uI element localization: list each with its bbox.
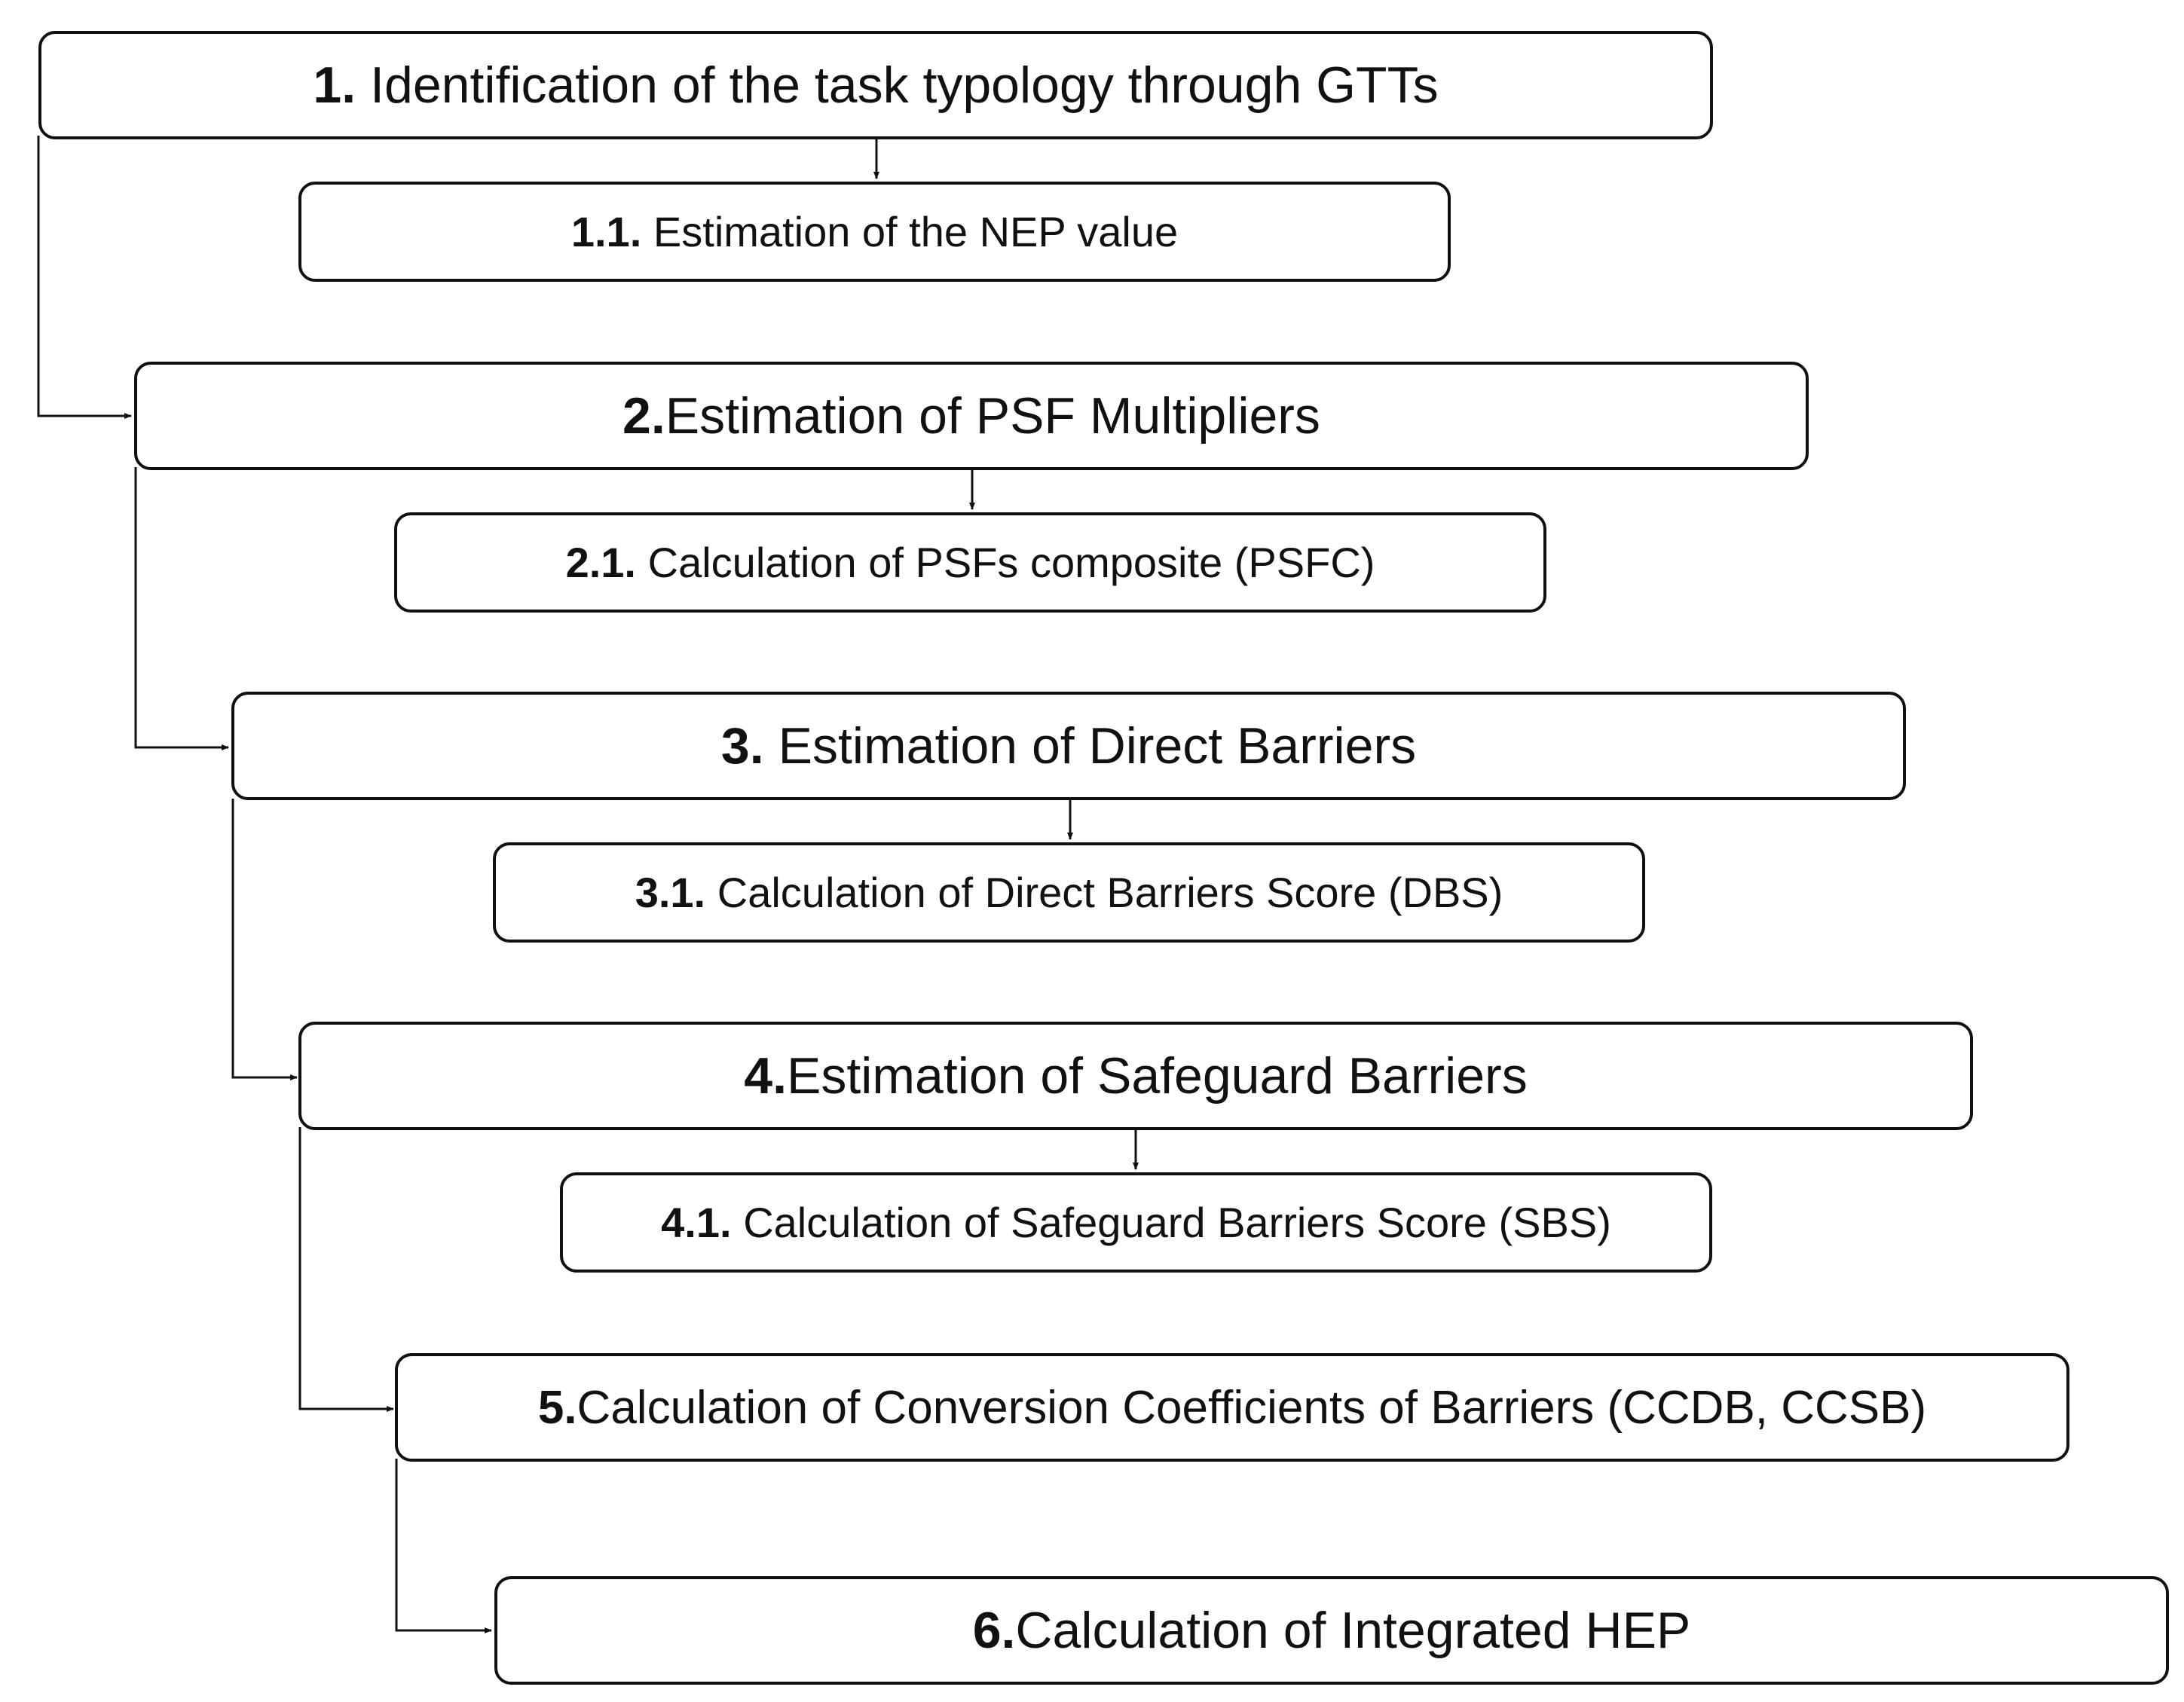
- substep-4-1-number: 4.1.: [661, 1199, 732, 1246]
- substep-3-1-number: 3.1.: [635, 869, 706, 916]
- step-6-label: Calculation of Integrated HEP: [1015, 1602, 1691, 1659]
- connector-3-to-4: [231, 799, 298, 1080]
- step-1-number: 1.: [313, 57, 356, 114]
- substep-3-1-label: Calculation of Direct Barriers Score (DB…: [717, 869, 1503, 916]
- step-1-box: 1.Identification of the task typology th…: [38, 31, 1713, 139]
- step-4-number: 4.: [744, 1047, 788, 1105]
- substep-1-1-box: 1.1.Estimation of the NEP value: [298, 182, 1451, 282]
- step-4-box: 4.Estimation of Safeguard Barriers: [298, 1022, 1973, 1130]
- substep-2-1-label: Calculation of PSFs composite (PSFC): [647, 539, 1375, 586]
- substep-4-1-box: 4.1.Calculation of Safeguard Barriers Sc…: [560, 1172, 1712, 1273]
- step-5-box: 5.Calculation of Conversion Coefficients…: [395, 1353, 2069, 1462]
- step-6-number: 6.: [972, 1602, 1016, 1659]
- substep-3-1-box: 3.1.Calculation of Direct Barriers Score…: [493, 842, 1645, 943]
- step-2-number: 2.: [622, 387, 665, 445]
- connector-2-to-3: [134, 467, 229, 750]
- step-3-number: 3.: [720, 717, 764, 775]
- connector-5-to-6: [395, 1459, 492, 1633]
- step-3-box: 3.Estimation of Direct Barriers: [231, 692, 1906, 800]
- substep-2-1-number: 2.1.: [565, 539, 636, 586]
- substep-1-1-label: Estimation of the NEP value: [653, 208, 1179, 255]
- substep-4-1-label: Calculation of Safeguard Barriers Score …: [743, 1199, 1611, 1246]
- substep-2-1-box: 2.1.Calculation of PSFs composite (PSFC): [394, 512, 1546, 613]
- step-2-label: Estimation of PSF Multipliers: [665, 387, 1320, 445]
- connector-1-to-2: [37, 136, 132, 419]
- step-5-number: 5.: [537, 1381, 577, 1434]
- step-2-box: 2.Estimation of PSF Multipliers: [134, 362, 1809, 470]
- step-1-label: Identification of the task typology thro…: [370, 57, 1439, 114]
- step-6-box: 6.Calculation of Integrated HEP: [494, 1576, 2169, 1685]
- step-3-label: Estimation of Direct Barriers: [778, 717, 1417, 775]
- step-5-label: Calculation of Conversion Coefficients o…: [577, 1381, 1927, 1434]
- connector-4-to-5: [298, 1127, 394, 1412]
- substep-1-1-number: 1.1.: [570, 208, 642, 255]
- step-4-label: Estimation of Safeguard Barriers: [787, 1047, 1528, 1105]
